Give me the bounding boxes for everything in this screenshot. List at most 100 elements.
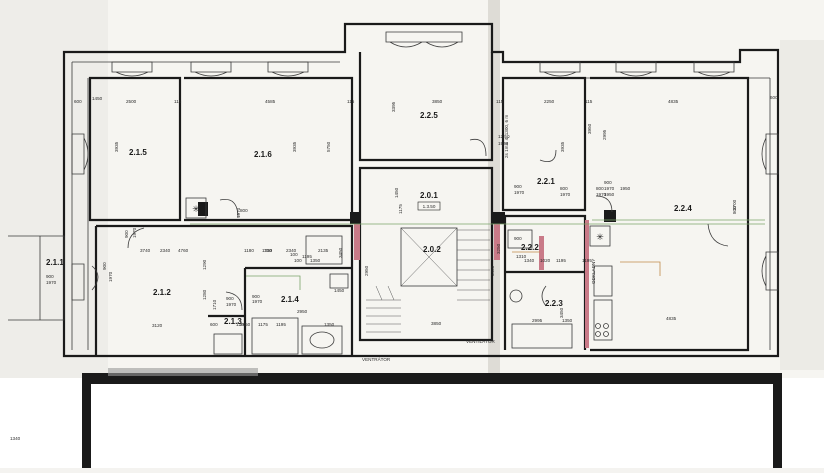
dimension-label: 2950 bbox=[297, 309, 308, 314]
dimension-label: 1195 bbox=[302, 254, 312, 259]
dimension-label: 1970 bbox=[46, 280, 57, 285]
room-2-0-1: 2.0.1 bbox=[420, 191, 438, 200]
dimension-label: 2995 bbox=[602, 129, 607, 140]
dimension-label: 115 bbox=[347, 99, 355, 104]
door-swings bbox=[91, 138, 729, 311]
dimension-label: 2950 bbox=[364, 265, 369, 276]
dimension-label: 2500 bbox=[126, 99, 137, 104]
room-2-1-1: 2.1.1 bbox=[46, 258, 64, 267]
ventilator-label-left: VENTRÁTOR bbox=[362, 356, 391, 362]
svg-text:✳: ✳ bbox=[192, 204, 200, 214]
dimension-label: 3935 bbox=[114, 141, 119, 152]
dimension-label: 1195 bbox=[276, 322, 286, 327]
dimension-label: 1950 bbox=[604, 192, 615, 197]
dimension-label: 900 bbox=[46, 274, 54, 279]
dimension-label: 900 bbox=[226, 296, 234, 301]
dimension-label: 100 bbox=[294, 258, 302, 263]
dimension-label: 600 bbox=[210, 322, 218, 327]
room-2-1-2: 2.1.2 bbox=[153, 288, 171, 297]
dimension-label: 3450 bbox=[559, 307, 564, 318]
dimension-label: 730 bbox=[264, 248, 272, 253]
dimension-label: 900 bbox=[124, 230, 129, 238]
room-2-1-3: 2.1.3 bbox=[224, 317, 242, 326]
dimension-label: 1195 bbox=[556, 258, 566, 263]
dimension-label: 800 bbox=[560, 186, 568, 191]
dimension-label: 1290 bbox=[236, 322, 247, 327]
dimension-label: 1175 bbox=[398, 204, 403, 214]
fixtures: ✳ ✳ bbox=[185, 197, 613, 355]
utility-lines bbox=[190, 219, 765, 290]
dimension-label: 3250 bbox=[496, 243, 501, 254]
room-2-1-6: 2.1.6 bbox=[254, 150, 272, 159]
dimension-label: 1310 bbox=[516, 254, 527, 259]
structural-columns bbox=[198, 202, 616, 348]
room-2-2-3: 2.2.3 bbox=[545, 299, 563, 308]
dimension-label: 1350 bbox=[324, 322, 335, 327]
dimension-label: 1970 bbox=[132, 227, 137, 238]
room-2-1-5: 2.1.5 bbox=[129, 148, 147, 157]
dimension-label: 1970 bbox=[252, 299, 263, 304]
dimension-label: 4835 bbox=[666, 316, 677, 321]
dimension-label: 900 bbox=[514, 184, 522, 189]
windows-top bbox=[111, 31, 735, 77]
dimension-label: 600 bbox=[770, 95, 778, 100]
dimension-label: 1340 bbox=[524, 258, 535, 263]
dimension-label: 2340 bbox=[286, 248, 297, 253]
dimension-label: 4585 bbox=[265, 99, 276, 104]
dimension-label: 115 bbox=[174, 99, 182, 104]
dimension-label: 1970 bbox=[560, 192, 571, 197]
dimension-label: 1710 bbox=[212, 299, 217, 310]
dimension-label: 2135 bbox=[318, 248, 329, 253]
dimension-label: 1450 bbox=[334, 288, 345, 293]
dimension-label: 3935 bbox=[560, 141, 565, 152]
dimension-label: 3450 bbox=[490, 265, 495, 276]
dimension-label: 1350 bbox=[562, 318, 573, 323]
dimension-label: 5750 bbox=[326, 141, 331, 152]
dimension-label: 1970 bbox=[236, 207, 241, 218]
dimension-label: 12.50 bbox=[498, 134, 510, 139]
svg-text:✳: ✳ bbox=[596, 232, 604, 242]
windows-side bbox=[71, 133, 779, 301]
dimension-label: 3850 bbox=[432, 99, 443, 104]
sheet-frame bbox=[82, 368, 782, 468]
dimension-label: 2340 bbox=[160, 248, 171, 253]
dimension-label: 600 bbox=[74, 99, 82, 104]
dimension-label: 3950 bbox=[587, 123, 592, 134]
door-note: 2s 1m3. 4, 1300, 6 m bbox=[504, 115, 509, 158]
dimension-label: 1340 bbox=[10, 436, 21, 441]
dimension-label: 1450 bbox=[92, 96, 103, 101]
dimension-label: 1450 bbox=[394, 187, 399, 198]
dimension-label: 2250 bbox=[544, 99, 555, 104]
dimension-label: 900 bbox=[102, 262, 107, 270]
dimension-label: 1180 bbox=[244, 248, 254, 253]
dimension-label: 1970 bbox=[498, 141, 509, 146]
dimension-label: 4760 bbox=[178, 248, 189, 253]
dimension-label: 3395 bbox=[391, 101, 396, 112]
room-2-2-4: 2.2.4 bbox=[674, 204, 692, 213]
dimension-label: 3935 bbox=[292, 141, 297, 152]
room-labels: 2.1.1 2.1.2 2.1.3 2.1.4 2.1.5 2.1.6 2.2.… bbox=[46, 111, 692, 326]
dimension-label: 800 bbox=[596, 186, 604, 191]
dimension-label: 1195 bbox=[582, 258, 592, 263]
dimension-label: 3850 bbox=[431, 321, 442, 326]
dimension-label: 1950 bbox=[620, 186, 631, 191]
room-2-2-2: 2.2.2 bbox=[521, 243, 539, 252]
dimension-label: 1020 bbox=[540, 258, 551, 263]
room-2-2-1: 2.2.1 bbox=[537, 177, 555, 186]
stair-area-label: 1.3.50 bbox=[423, 204, 436, 209]
dimension-label: 1280 bbox=[202, 289, 207, 300]
dimension-label: 1970 bbox=[596, 192, 607, 197]
dimension-label: 1350 bbox=[262, 248, 273, 253]
dimension-label: 800 bbox=[732, 206, 737, 214]
dimension-label: 115 bbox=[496, 99, 504, 104]
dimension-label: 1350 bbox=[310, 258, 321, 263]
dimension-label: 900 bbox=[252, 294, 260, 299]
room-2-2-5: 2.2.5 bbox=[420, 111, 438, 120]
dimension-label: 2995 bbox=[532, 318, 543, 323]
dimension-label: 3700 bbox=[732, 199, 737, 210]
dimension-label: 1970 bbox=[108, 271, 113, 282]
ventilator-label-right: VENTILÁTOR bbox=[466, 338, 495, 344]
